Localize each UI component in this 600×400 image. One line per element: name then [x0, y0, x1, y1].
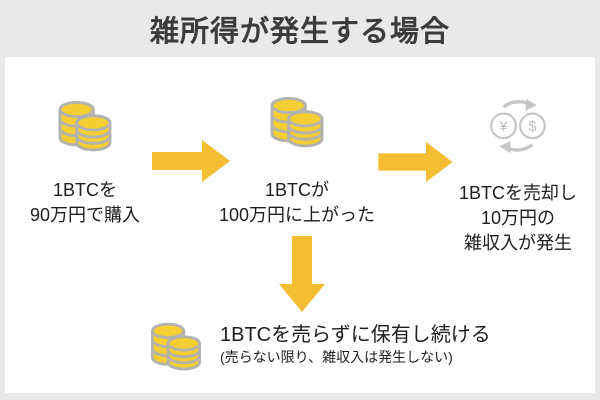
step-text-line: 10万円の — [480, 208, 556, 228]
step-buy: 1BTCを 90万円で購入 — [10, 97, 160, 228]
hold-block: 1BTCを売らずに保有し続ける (売らない限り、雑収入は発生しない) — [146, 319, 491, 371]
hold-text: 1BTCを売らずに保有し続ける (売らない限り、雑収入は発生しない) — [220, 322, 491, 367]
step-buy-text: 1BTCを 90万円で購入 — [10, 178, 160, 228]
hold-note-line: (売らない限り、雑収入は発生しない) — [220, 349, 453, 365]
step-sell-text: 1BTCを売却し 10万円の 雑収入が発生 — [443, 181, 593, 256]
right-arrow-icon — [378, 142, 453, 182]
hold-main-line: 1BTCを売らずに保有し続ける — [220, 324, 491, 346]
step-text-line: 1BTCを — [52, 180, 117, 200]
dollar-symbol: $ — [528, 119, 536, 135]
coin-stack-icon — [267, 93, 327, 148]
coin-stack-icon — [146, 319, 206, 371]
right-arrow-icon — [152, 140, 230, 182]
page-title: 雑所得が発生する場合 — [149, 16, 450, 48]
step-text-line: 雑収入が発生 — [464, 233, 572, 253]
down-arrow-icon — [279, 236, 325, 312]
step-text-line: 1BTCが — [264, 180, 329, 200]
step-text-line: 90万円で購入 — [29, 205, 141, 225]
content-panel: 1BTCを 90万円で購入 1BTCが 100万円に上がった — [5, 57, 595, 393]
step-text-line: 100万円に上がった — [218, 205, 376, 225]
coin-stack-icon — [55, 97, 115, 152]
step-sell: ¥ $ 1BTCを売却し 10万円の 雑収入が発生 — [443, 97, 593, 256]
step-rise-text: 1BTCが 100万円に上がった — [207, 178, 387, 228]
step-rise: 1BTCが 100万円に上がった — [207, 93, 387, 228]
yen-symbol: ¥ — [499, 119, 509, 135]
step-text-line: 1BTCを売却し — [458, 183, 577, 203]
currency-exchange-icon: ¥ $ — [490, 98, 546, 153]
